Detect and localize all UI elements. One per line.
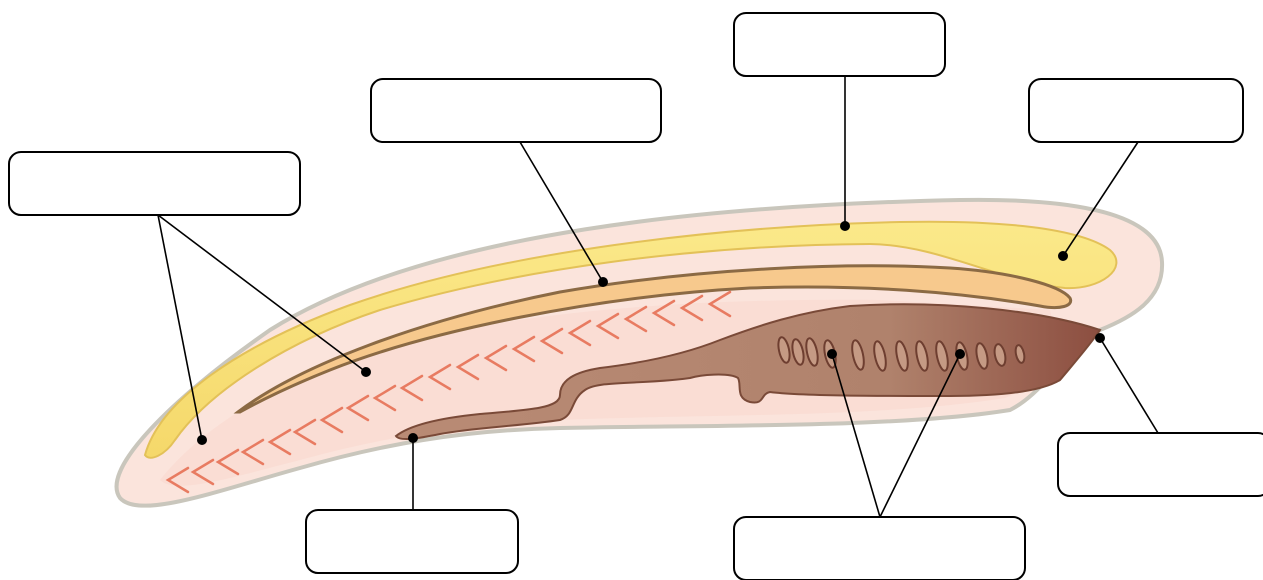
label-box-mouth[interactable] [1058, 433, 1263, 496]
label-box-notochord[interactable] [371, 79, 661, 142]
label-box-brain[interactable] [1029, 79, 1243, 142]
label-box-gill-slits[interactable] [734, 517, 1025, 580]
label-box-anus[interactable] [306, 510, 518, 573]
label-box-nerve-cord[interactable] [734, 13, 945, 76]
label-box-tail[interactable] [9, 152, 300, 215]
